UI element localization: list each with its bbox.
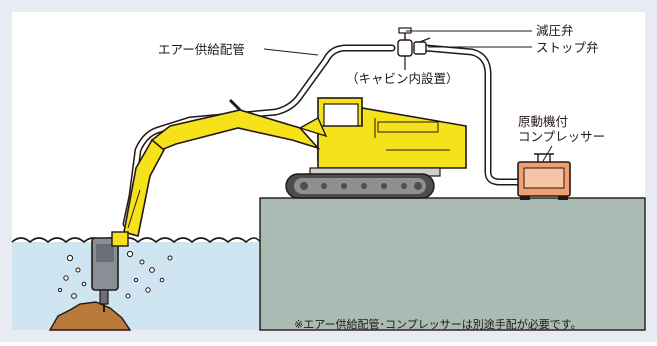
bubbles: [57, 250, 173, 299]
footnote: ※エアー供給配管･コンプレッサーは別途手配が必要です。: [294, 318, 582, 331]
label-compressor-line1: 原動機付: [518, 114, 569, 129]
arm-detail: [127, 189, 141, 229]
label-compressor-line2: コンプレッサー: [518, 129, 606, 144]
boom-pin: [228, 98, 242, 112]
reducing-valve: [397, 27, 413, 57]
compressor: [517, 153, 571, 200]
arm: [123, 138, 166, 238]
ground: [259, 197, 646, 331]
label-air-pipe: エアー供給配管: [158, 42, 245, 57]
excavator: [285, 97, 467, 199]
hydraulic-breaker: [91, 231, 129, 312]
rock: [48, 301, 132, 331]
label-stop-valve: ストップ弁: [536, 40, 599, 55]
label-reducing-valve: 減圧弁: [536, 23, 574, 38]
stop-valve: [413, 37, 431, 55]
boom-cylinder: [298, 117, 328, 138]
leader-air-pipe: [263, 48, 319, 56]
label-cabin-installed: （キャビン内設置）: [346, 71, 459, 86]
air-pipe-fill-2: [424, 46, 522, 184]
water: [11, 237, 261, 330]
